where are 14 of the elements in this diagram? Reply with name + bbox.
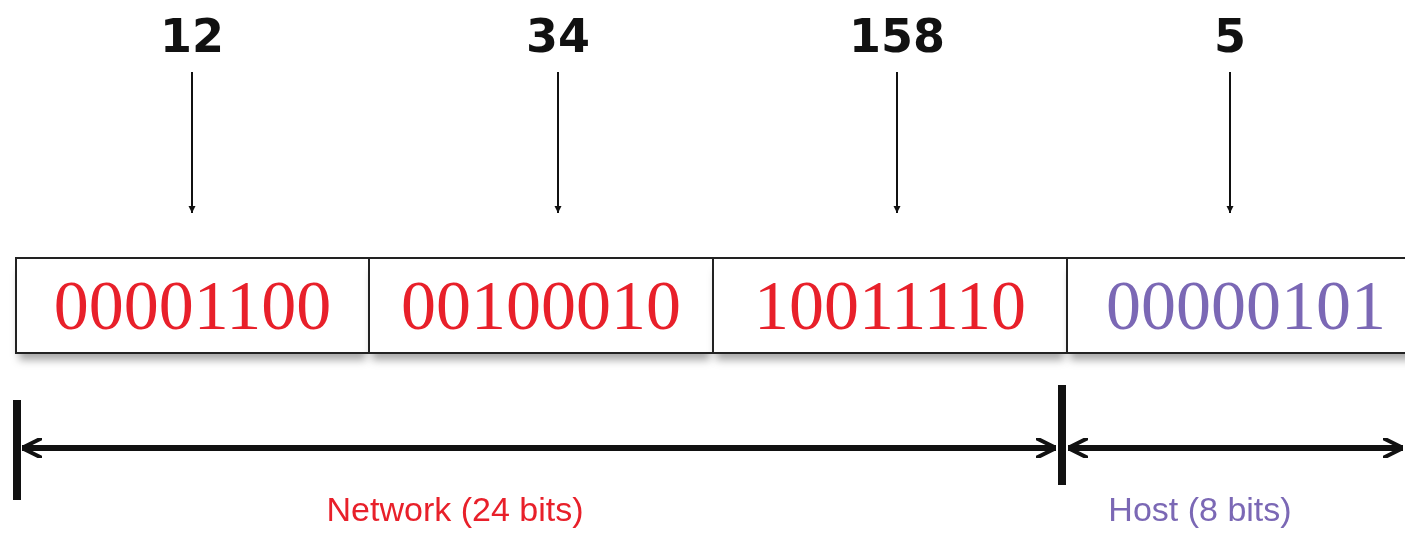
- span-label: Host (8 bits): [1108, 489, 1292, 530]
- binary-octet: 00100010: [401, 265, 681, 346]
- decimal-octet: 34: [526, 8, 590, 64]
- binary-octet: 00001100: [53, 265, 332, 346]
- arrow: [554, 71, 562, 214]
- decimal-octet: 5: [1214, 8, 1246, 64]
- arrow: [893, 71, 901, 214]
- span-label: Network (24 bits): [326, 489, 584, 530]
- arrow: [1226, 71, 1234, 214]
- arrow: [188, 71, 196, 214]
- decimal-octet: 158: [849, 8, 945, 64]
- binary-octet: 00000101: [1106, 265, 1386, 346]
- decimal-octet: 12: [160, 8, 224, 64]
- binary-octet: 10011110: [753, 265, 1027, 346]
